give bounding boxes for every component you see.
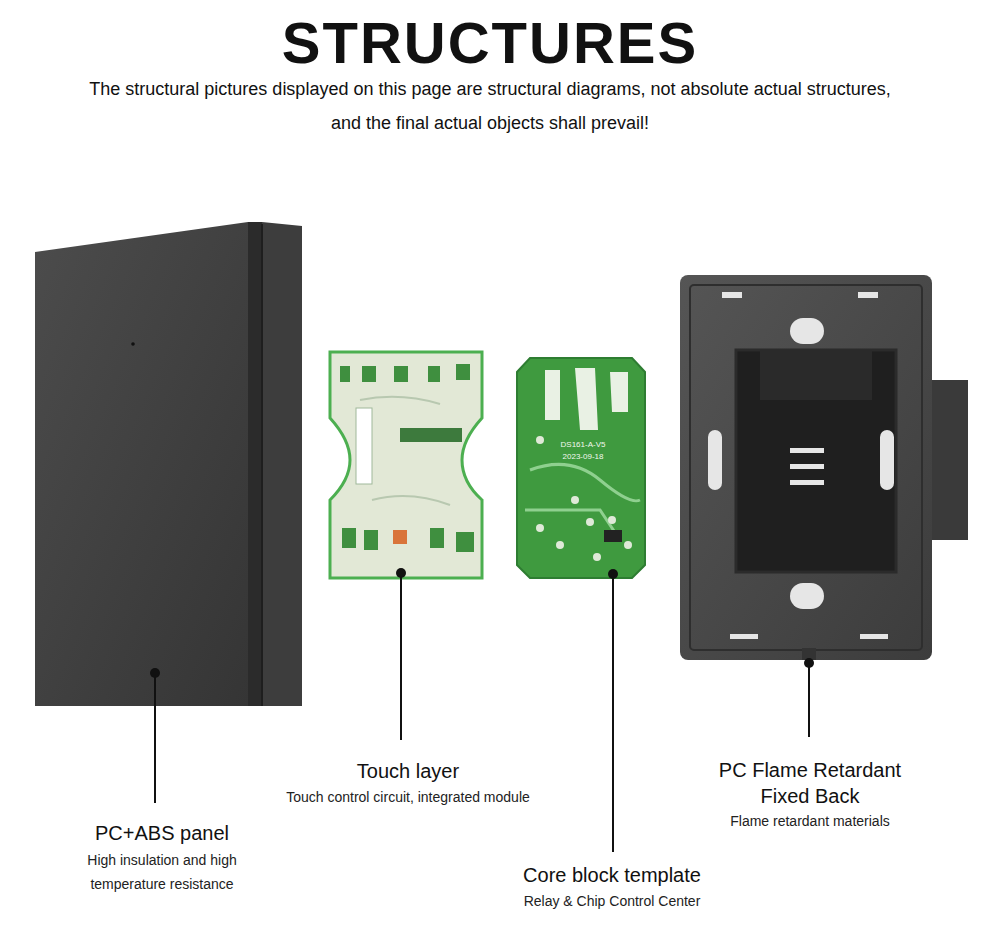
page-title: STRUCTURES [190, 8, 790, 78]
part-name: PC+ABS panel [42, 820, 282, 846]
part-description: Touch control circuit, integrated module [263, 787, 553, 807]
board-marking: 2023-09-18 [548, 452, 618, 462]
board-marking: DS161-A-V5 [548, 440, 618, 450]
part-name: Core block template [482, 862, 742, 888]
part-description: Flame retardant materials [690, 811, 930, 831]
part-name: Touch layer [288, 758, 528, 784]
touch-board-figure [330, 352, 482, 578]
part-description: Relay & Chip Control Center [482, 891, 742, 911]
panel-figure [35, 222, 302, 706]
back-plate-figure [680, 275, 968, 660]
disclaimer-note: The structural pictures displayed on thi… [80, 72, 900, 140]
leader-lines [155, 573, 809, 852]
part-description: High insulation and high temperature res… [62, 848, 262, 896]
part-name: PC Flame Retardant Fixed Back [705, 757, 915, 809]
leader-dots [150, 568, 814, 678]
core-board-figure [517, 358, 645, 578]
